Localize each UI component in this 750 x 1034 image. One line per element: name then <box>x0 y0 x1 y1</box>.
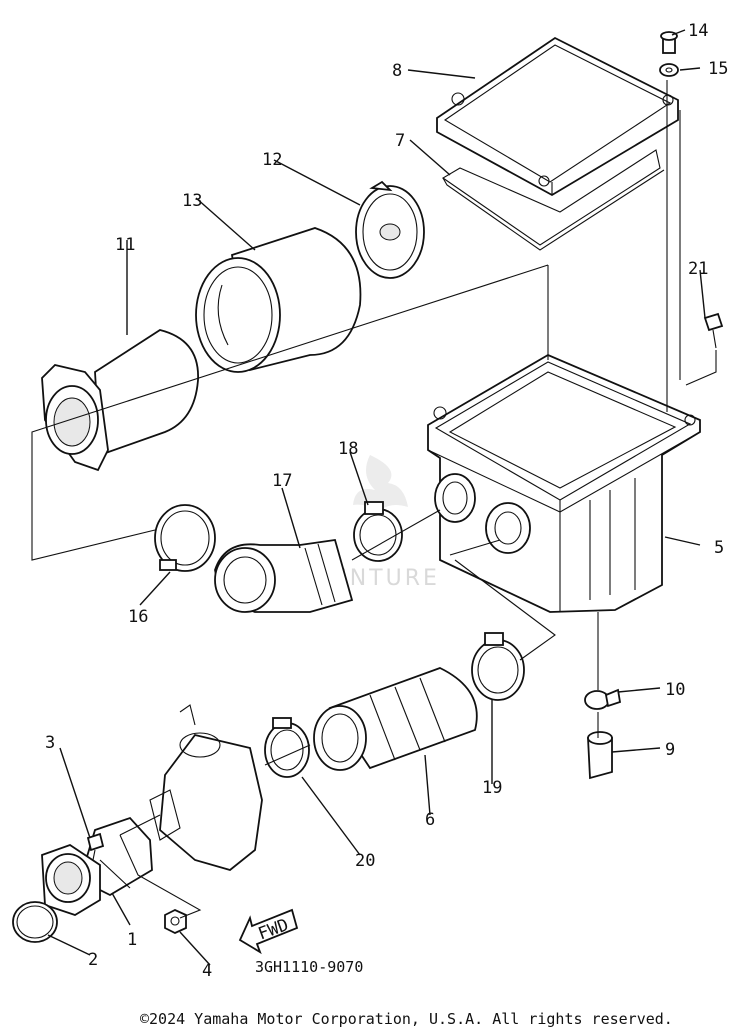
label-part-7: 7 <box>395 131 405 151</box>
label-part-1: 1 <box>127 930 137 950</box>
hose-clamp-20 <box>264 717 310 778</box>
intake-manifold <box>41 816 153 916</box>
label-part-9: 9 <box>665 740 675 760</box>
label-part-2: 2 <box>88 950 98 970</box>
filter-element <box>195 227 362 373</box>
label-part-3: 3 <box>45 733 55 753</box>
hose-clamp-18 <box>353 501 403 562</box>
hose-clamp-16 <box>154 504 216 572</box>
manifold-nut <box>164 909 187 934</box>
part-labels: 8 7 14 15 12 13 11 21 5 18 17 16 10 9 3 … <box>45 21 728 981</box>
carburetor-joint <box>313 667 478 771</box>
label-part-4: 4 <box>202 961 212 981</box>
drain-clip <box>584 688 622 710</box>
carburetor <box>149 704 263 871</box>
label-part-14: 14 <box>688 21 708 41</box>
label-part-12: 12 <box>262 150 282 170</box>
label-part-6: 6 <box>425 810 435 830</box>
manifold-bolt <box>86 832 105 861</box>
copyright-notice: ©2024 Yamaha Motor Corporation, U.S.A. A… <box>140 1010 673 1028</box>
label-part-18: 18 <box>338 439 358 459</box>
air-box-cover <box>436 36 679 197</box>
leader-lines <box>31 29 717 966</box>
hose-clamp-19 <box>471 632 525 701</box>
air-box-case <box>427 353 701 613</box>
cover-gasket <box>441 149 665 251</box>
case-bolt <box>703 312 724 349</box>
label-part-20: 20 <box>355 851 375 871</box>
label-part-13: 13 <box>182 191 202 211</box>
drain-hose <box>587 731 613 780</box>
label-part-17: 17 <box>272 471 292 491</box>
label-part-15: 15 <box>708 59 728 79</box>
cover-washer <box>659 63 679 77</box>
label-part-21: 21 <box>688 259 708 279</box>
label-part-11: 11 <box>115 235 135 255</box>
fwd-arrow-icon: FWD <box>238 908 299 955</box>
element-cap <box>355 180 425 279</box>
label-part-8: 8 <box>392 61 402 81</box>
o-ring <box>12 901 58 943</box>
cover-screw <box>660 31 678 54</box>
label-part-10: 10 <box>665 680 685 700</box>
label-part-16: 16 <box>128 607 148 627</box>
label-part-5: 5 <box>714 538 724 558</box>
label-part-19: 19 <box>482 778 502 798</box>
intake-joint <box>214 538 354 613</box>
fwd-label: FWD <box>256 915 292 944</box>
element-guide <box>41 329 199 472</box>
drawing-code: 3GH1110-9070 <box>255 958 363 976</box>
